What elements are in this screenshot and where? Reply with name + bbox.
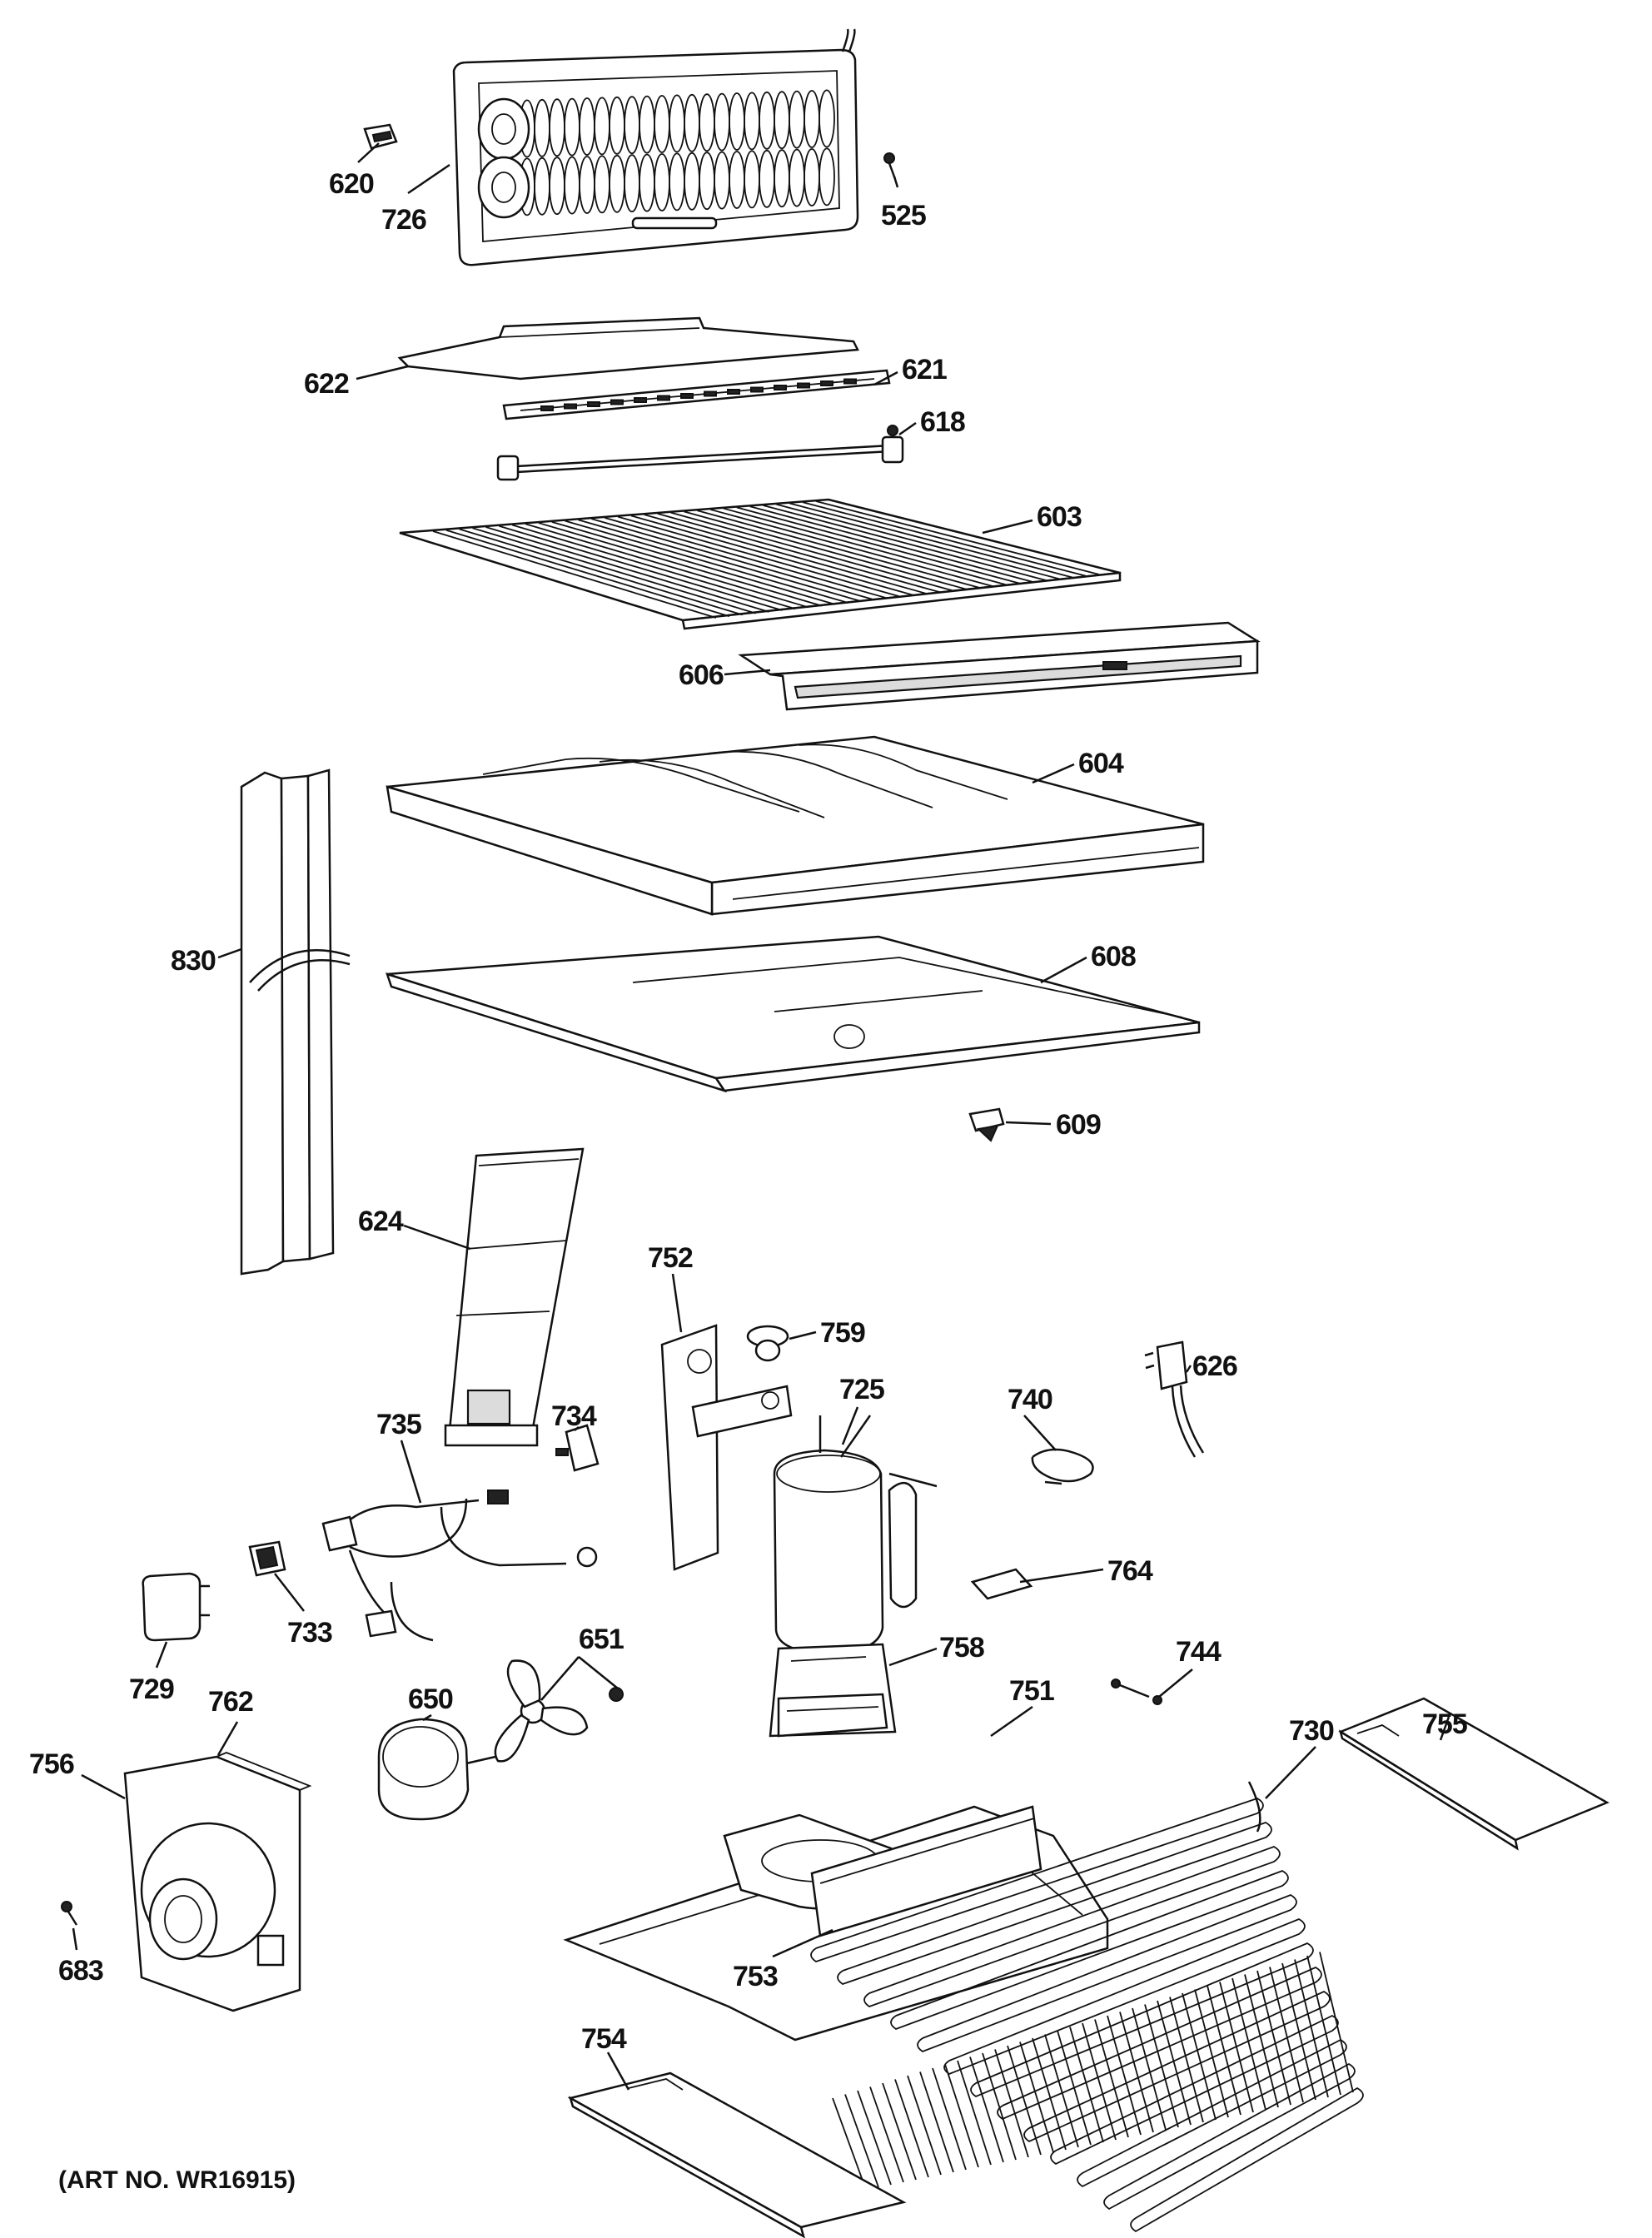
- label-753: 753: [733, 1961, 778, 1992]
- mount-758: [777, 1693, 888, 1738]
- connector-733: [248, 1540, 286, 1577]
- label-620: 620: [329, 168, 374, 200]
- heater-rod-618: [496, 425, 904, 481]
- label-755: 755: [1422, 1708, 1467, 1740]
- art-number: (ART NO. WR16915): [58, 2166, 296, 2194]
- sensor-620: [363, 123, 398, 150]
- harness-735: [321, 1490, 598, 1642]
- bracket-752: [660, 1324, 793, 1571]
- label-604: 604: [1078, 748, 1124, 779]
- label-729: 729: [129, 1674, 174, 1705]
- label-525: 525: [881, 200, 926, 231]
- label-683: 683: [58, 1955, 103, 1987]
- label-734: 734: [551, 1400, 597, 1432]
- label-756: 756: [29, 1748, 74, 1780]
- label-606: 606: [679, 659, 724, 691]
- label-762: 762: [208, 1686, 253, 1718]
- label-764: 764: [1107, 1555, 1153, 1587]
- fan-motor-650: [377, 1718, 496, 1821]
- relay-734: [555, 1424, 600, 1472]
- label-751: 751: [1009, 1675, 1054, 1707]
- screw-683: [61, 1901, 78, 1926]
- heater-bar-621: [502, 369, 891, 420]
- label-624: 624: [358, 1206, 404, 1237]
- label-752: 752: [648, 1242, 693, 1274]
- label-725: 725: [839, 1374, 884, 1405]
- label-621: 621: [902, 354, 947, 385]
- clip-740: [1031, 1448, 1094, 1485]
- plug-626: [1144, 1340, 1205, 1458]
- screw-525: [883, 152, 897, 180]
- fan-shroud-756: [123, 1752, 312, 2012]
- bracket-609: [968, 1107, 1005, 1142]
- label-758: 758: [939, 1632, 984, 1664]
- label-735: 735: [376, 1409, 421, 1440]
- part-labels: 620 726 525 622 621 618 603 606 604 830 …: [29, 168, 1468, 2194]
- label-618: 618: [920, 406, 965, 438]
- label-830: 830: [171, 945, 216, 977]
- leader-lines: [72, 142, 1450, 2091]
- grommet-759: [746, 1325, 789, 1362]
- label-730: 730: [1289, 1715, 1334, 1747]
- label-603: 603: [1037, 501, 1082, 533]
- cover-plate-622: [397, 316, 859, 380]
- capacitor-729: [142, 1572, 210, 1642]
- label-608: 608: [1091, 941, 1136, 972]
- shelf-603: [399, 498, 1122, 630]
- bracket-753: [810, 1805, 1042, 1937]
- clip-744: [1111, 1678, 1162, 1705]
- fan-blade-651: [494, 1659, 624, 1763]
- label-651: 651: [579, 1624, 624, 1655]
- shelf-604: [386, 735, 1205, 916]
- label-609: 609: [1056, 1109, 1101, 1141]
- label-744: 744: [1176, 1636, 1222, 1668]
- evaporator-726: [452, 28, 859, 266]
- pan-608: [386, 935, 1201, 1093]
- plate-764: [970, 1568, 1033, 1600]
- label-733: 733: [287, 1617, 332, 1649]
- label-759: 759: [820, 1317, 865, 1349]
- duct-624: [444, 1147, 585, 1447]
- drawer-front-606: [738, 621, 1261, 711]
- plate-755: [1338, 1697, 1610, 1851]
- channel-830: [240, 768, 351, 1276]
- label-626: 626: [1192, 1350, 1237, 1382]
- label-650: 650: [408, 1683, 453, 1715]
- label-754: 754: [581, 2023, 627, 2055]
- label-740: 740: [1008, 1384, 1052, 1415]
- label-622: 622: [304, 368, 349, 400]
- plate-754: [567, 2071, 907, 2238]
- condenser-730: [810, 1781, 1364, 2233]
- compressor-725: [769, 1415, 938, 1738]
- label-726: 726: [381, 204, 426, 236]
